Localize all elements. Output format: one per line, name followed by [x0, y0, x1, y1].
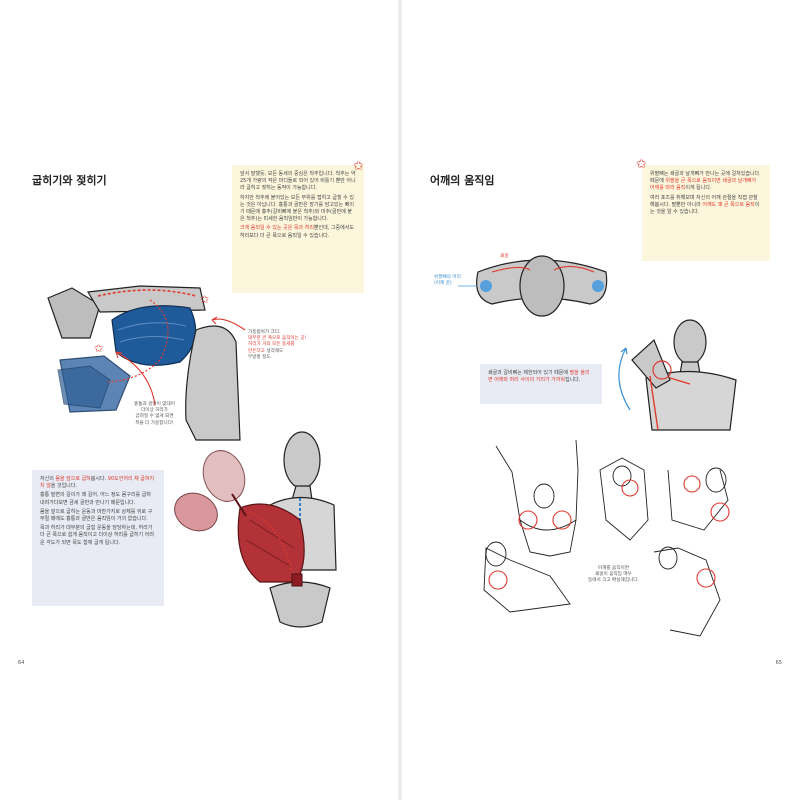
highlight-text: 팔을 올리면 어깨와 머리 사이의 거리가 가까워 — [488, 370, 590, 384]
star-icon: ✩ — [636, 157, 647, 172]
annotation-line: 목을 더 가용합니다! — [135, 420, 174, 426]
annotation-line: 더이상 허리가 — [141, 408, 168, 414]
annotation-line: 등에서 크고 확실해집니다. — [588, 578, 639, 584]
note-text: 자신의 — [40, 476, 56, 482]
annotation-shoulder-move: 어깨를 움직이면 쇄골이 움직임 매우 등에서 크고 확실해집니다. — [588, 566, 639, 585]
note-text: 여러 포즈를 취해보며 자신의 어깨 관절을 직접 관찰해봅시다. 팔뿐만 아니… — [650, 194, 758, 208]
annotation-line: 위팔뼈의 머리 — [434, 275, 461, 280]
svg-text:✩: ✩ — [200, 293, 209, 306]
yellow-note-spine: 앞서 말했듯, 모든 동세의 중심은 척추입니다. 척추는 약 25개 가량의 … — [232, 165, 364, 293]
page-number-left: 64 — [18, 660, 25, 666]
highlight-text: 어깨도 꽤 큰 폭으로 움직 — [702, 201, 755, 208]
note-paragraph: 몸을 앞으로 굽히는 운동과 마찬가지로 상체를 뒤로 구부릴 때에도 흉통과 … — [40, 508, 153, 523]
note-text: 이는 것을 알 수 있습니다. — [650, 201, 760, 216]
highlight-text: 90도언저리 채 굽혀지지 않 — [40, 476, 155, 490]
annotation-line: 굽혀질 수 없게 되면 — [135, 414, 174, 420]
annotation-hl: 쇄골 — [500, 254, 509, 259]
annotation-line: 대부분 큰 폭으로 움직이는 곳! — [248, 336, 307, 342]
right-page: 어깨의 움직임 위팔뼈는 쇄골과 날개뼈가 만나는 곳에 걸쳐있습니다. 때문에… — [400, 0, 800, 800]
note-text: 봅시다. — [90, 476, 108, 482]
note-paragraph: 앞서 말했듯, 모든 동세의 중심은 척추입니다. 척추는 약 25개 가량의 … — [240, 171, 356, 192]
illustration-arm-raise — [618, 319, 737, 431]
highlight-text: 크게 움직일 수 있는 곳은 목과 허리 — [240, 225, 314, 232]
annotation-line: 무방할 정도. — [248, 354, 273, 360]
illustration-shoulder-top-view — [458, 255, 608, 317]
note-text: 쇄골과 갈비뼈는 제한되어 있기 때문에 — [488, 370, 570, 376]
annotation-hl: 만든다고 — [248, 348, 265, 354]
annotation-line: 흉통과 골반이 맞대어 — [134, 402, 175, 407]
note-paragraph: 쇄골과 갈비뼈는 제한되어 있기 때문에 팔을 올리면 어깨와 머리 사이의 거… — [488, 370, 594, 384]
star-icon: ✩ — [353, 159, 364, 174]
illustration-pose-sketches — [483, 439, 730, 637]
annotation-text: 생각해도 — [264, 348, 284, 354]
annotation-humerus-head: 위팔뼈의 머리 (어깨 끝) — [434, 275, 461, 287]
annotation-clavicle: 쇄골 — [500, 254, 508, 260]
illustration-backward-bend — [174, 431, 337, 628]
page-number-right: 65 — [775, 660, 782, 666]
annotation-line: 쇄골이 움직임 매우 — [595, 572, 632, 578]
note-text: 뿐인데, 그중에서도 허리보다 더 큰 폭으로 움직일 수 있습니다. — [240, 225, 354, 239]
illustration-forward-bend: ✩ ✩ — [47, 285, 246, 441]
blue-note-bending: 자신의 몸을 앞으로 굽혀봅시다. 90도언저리 채 굽혀지지 않을 것입니다.… — [32, 470, 164, 606]
annotation-line: 만든다고 생각해도 — [248, 349, 306, 355]
note-text: 을 것입니다. — [50, 483, 77, 490]
highlight-text: 위팔을 큰 폭으로 움직이면 쇄골과 날개뼈가 어깨를 따라 움직 — [650, 178, 757, 192]
svg-text:✩: ✩ — [94, 342, 103, 355]
left-page: 굽히기와 젖히기 앞서 말했듯, 모든 동세의 중심은 척추입니다. 척추는 약… — [18, 159, 364, 666]
annotation-waist: 가동범위가 크다. 대부분 큰 폭으로 움직이는 곳! 허리가 거의 모든 동세… — [248, 330, 306, 361]
section-title-shoulder: 어깨의 움직임 — [430, 174, 495, 187]
yellow-note-shoulder: 위팔뼈는 쇄골과 날개뼈가 만나는 곳에 걸쳐있습니다. 때문에 위팔을 큰 폭… — [642, 165, 770, 261]
note-paragraph: 여러 포즈를 취해보며 자신의 어깨 관절을 직접 관찰해봅시다. 팔뿐만 아니… — [650, 195, 762, 217]
highlight-text: 몸을 앞으로 굽혀 — [55, 476, 91, 482]
note-paragraph: 하지만 척추에 붙어있는 모든 부위를 접히고 굽힐 수 있는 것은 아닙니다.… — [240, 194, 354, 223]
note-paragraph: 흉통 밑변의 길이가 꽤 길어, 어느 정도 몸구리를 굽혀 내려가다보면 금세… — [40, 492, 151, 506]
note-text: 집니다. — [564, 377, 581, 384]
note-text: 이게 됩니다. — [685, 185, 712, 192]
note-paragraph: 목과 허리가 대부분의 굽힘 운동을 담당하는데, 허리가 더 큰 폭으로 쉽게… — [40, 525, 154, 546]
book-spine — [398, 0, 402, 800]
annotation-line: 가동범위가 크다. — [248, 330, 281, 335]
annotation-chest-pelvis: 흉통과 골반이 맞대어 더이상 허리가 굽혀질 수 없게 되면 목을 더 가용합… — [134, 402, 175, 427]
annotation-line: 어깨를 움직이면 — [597, 566, 629, 571]
annotation-line: 허리가 거의 모든 동세를 — [248, 342, 295, 348]
annotation-line: (어깨 끝) — [434, 281, 452, 287]
section-title-bending: 굽히기와 젖히기 — [32, 174, 107, 187]
blue-note-shoulder: 쇄골과 갈비뼈는 제한되어 있기 때문에 팔을 올리면 어깨와 머리 사이의 거… — [480, 364, 602, 404]
note-paragraph: 크게 움직일 수 있는 곳은 목과 허리뿐인데, 그중에서도 허리보다 더 큰 … — [240, 225, 356, 239]
note-text: 위팔뼈는 쇄골과 날개뼈가 만나는 곳에 걸쳐있습니다. 때문에 — [650, 171, 761, 185]
note-paragraph: 위팔뼈는 쇄골과 날개뼈가 만나는 곳에 걸쳐있습니다. 때문에 위팔을 큰 폭… — [650, 171, 762, 193]
note-paragraph: 자신의 몸을 앞으로 굽혀봅시다. 90도언저리 채 굽혀지지 않을 것입니다. — [40, 476, 156, 490]
